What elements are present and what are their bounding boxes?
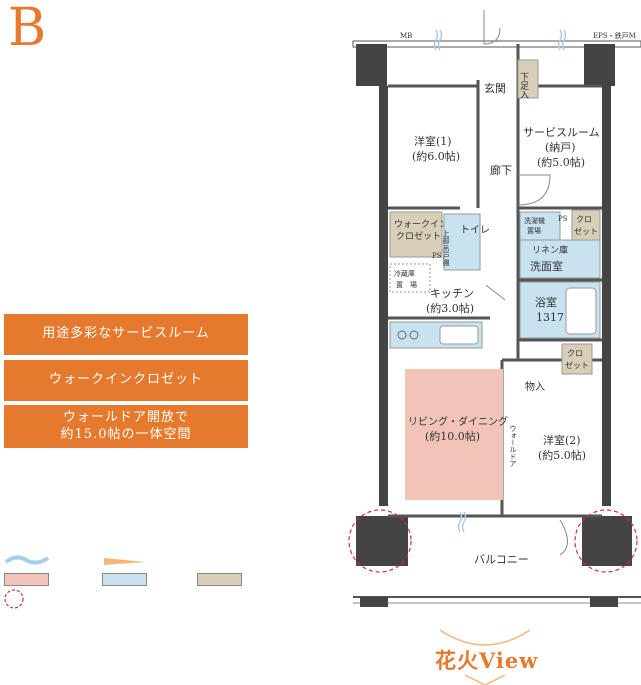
living-label: リビング・ダイニング: [408, 415, 508, 428]
upper-label-1: 上部: [442, 229, 450, 245]
kitchen-label: キッチン: [430, 287, 474, 300]
closet3-label: クロ: [567, 349, 583, 358]
service-room-sub: (納戸): [545, 141, 576, 154]
wall-right: [602, 86, 611, 506]
ventilation-icons: [433, 29, 567, 533]
corridor-label: 廊下: [490, 163, 512, 177]
living-size: (約10.0帖): [425, 429, 480, 443]
feature-walkin-closet-button[interactable]: ウォークインクロゼット: [4, 360, 248, 401]
wic-label-2: クロゼット: [396, 230, 441, 242]
column-bottom-left: [356, 516, 408, 566]
mb-label: MB: [400, 32, 412, 40]
legend-swatch-living: [4, 573, 49, 586]
linen-label: リネン庫: [532, 244, 568, 256]
closet2-label: ゼット: [574, 226, 598, 236]
door-swings: [483, 10, 568, 556]
view-circle-left: [348, 509, 412, 573]
room1-label: 洋室(1): [414, 134, 452, 148]
walkin-closet: [389, 211, 443, 258]
eps-label: EPS・鉄戸M: [593, 31, 636, 40]
room1-size: (約6.0帖): [412, 149, 460, 163]
toilet-label: トイレ: [460, 225, 490, 236]
unit-type-letter: B: [8, 0, 47, 58]
column-top-right: [584, 44, 615, 86]
feature-wall-door-button[interactable]: ウォールドア開放で 約15.0帖の一体空間: [4, 405, 248, 448]
genkan-label: 玄関: [484, 81, 506, 95]
bath-label: 浴室: [535, 295, 557, 309]
view-circle-right: [574, 509, 638, 573]
closet4-label: ゼット: [565, 360, 589, 370]
wall-left: [379, 86, 388, 506]
wind-icon: [4, 555, 50, 565]
closet1-label: クロ: [576, 215, 592, 224]
view-title: 花火View: [435, 648, 539, 673]
toilet-area: [443, 213, 481, 271]
ps-label-2: PS: [558, 215, 568, 223]
view-circle-legend-icon: [4, 589, 24, 609]
fridge-label-2: 置 場: [396, 280, 417, 289]
shoe-label: 下足入: [518, 72, 529, 99]
service-room-label: サービスルーム: [523, 126, 600, 139]
column-top-left: [356, 44, 387, 86]
service-room-size: (約5.0帖): [537, 155, 585, 169]
upper-label-2: 吊戸棚: [442, 245, 450, 267]
wall-door-label: ウォールドア: [509, 425, 517, 467]
room2-label: 洋室(2): [543, 433, 581, 447]
washer-label-2: 置場: [527, 226, 541, 235]
fridge-label-1: 冷蔵庫: [394, 269, 415, 278]
washroom-label: 洗面室: [530, 259, 563, 273]
sunlight-icon: [104, 558, 146, 565]
living-dining-area: [405, 369, 503, 500]
washroom-area: [519, 239, 601, 279]
legend-swatch-water: [102, 573, 147, 586]
column-bottom-right: [582, 516, 632, 566]
feature-service-room-button[interactable]: 用途多彩なサービスルーム: [4, 314, 248, 355]
wic-label-1: ウォークイン: [394, 219, 448, 230]
legend-swatch-closet: [197, 573, 242, 586]
room2-size: (約5.0帖): [538, 448, 586, 462]
kitchen-size: (約3.0帖): [426, 301, 474, 315]
storage-label: 物入: [525, 380, 545, 393]
balcony-label: バルコニー: [474, 553, 529, 566]
washer-label-1: 洗濯機: [524, 216, 545, 225]
bath-size: 1317: [536, 311, 564, 324]
ps-label-1: PS: [432, 252, 442, 260]
